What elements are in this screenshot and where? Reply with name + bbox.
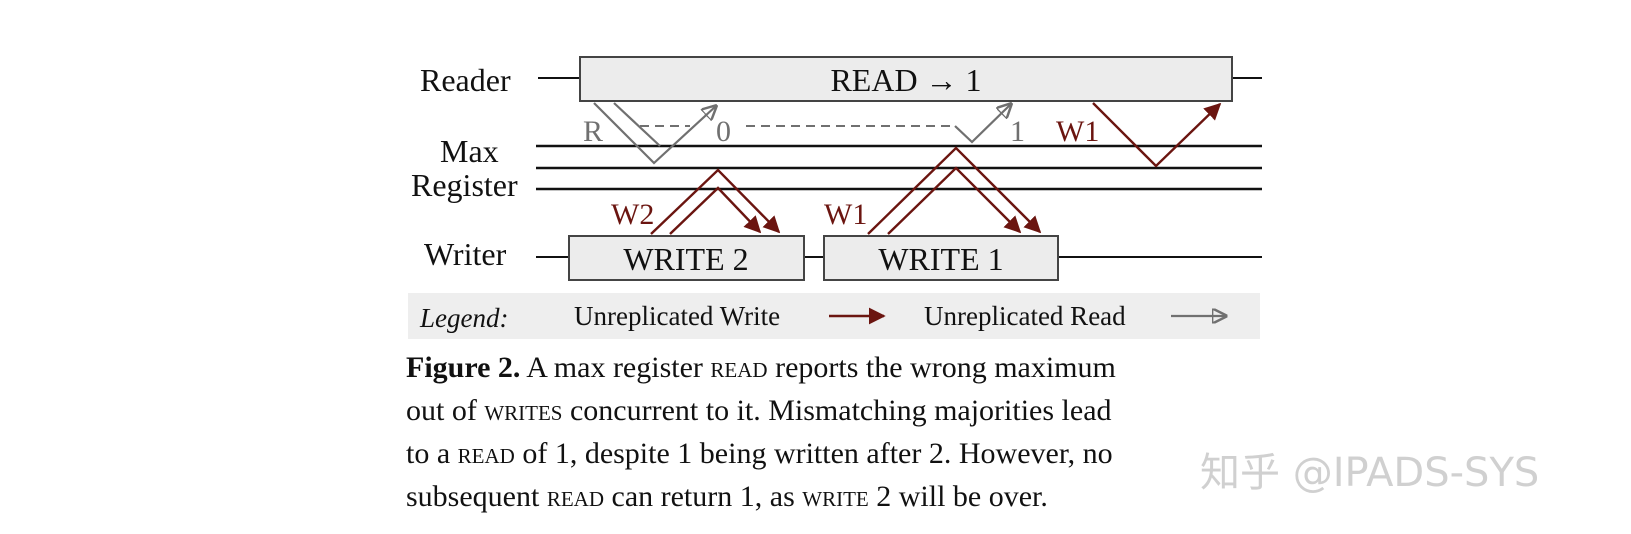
reader-label: Reader bbox=[420, 62, 511, 98]
caption-line-1: Figure 2. A max register read reports th… bbox=[406, 346, 1276, 389]
w1-arrow-outer bbox=[867, 146, 1042, 235]
w1-top-annotation: W1 bbox=[1056, 115, 1099, 148]
caption-text: A max register bbox=[520, 351, 711, 384]
legend-title: Legend: bbox=[419, 303, 508, 333]
writer-label: Writer bbox=[424, 236, 507, 272]
write2-operation-box bbox=[568, 235, 805, 281]
caption-line-2: out of writes concurrent to it. Mismatch… bbox=[406, 389, 1276, 432]
max-register-label-line1: Max bbox=[440, 133, 499, 169]
caption-smallcaps: read bbox=[457, 437, 515, 470]
read-response-arrow bbox=[954, 104, 1011, 144]
w2-arrow-outer bbox=[650, 168, 781, 235]
w2-annotation: W2 bbox=[611, 198, 654, 231]
caption-text: out of bbox=[406, 394, 485, 427]
caption-text: reports the wrong maximum bbox=[767, 351, 1116, 384]
write2-operation-label: WRITE 2 bbox=[623, 241, 748, 277]
figure-caption: Figure 2. A max register read reports th… bbox=[406, 346, 1276, 518]
caption-text: can return 1, as bbox=[604, 480, 803, 513]
caption-line-3: to a read of 1, despite 1 being written … bbox=[406, 432, 1276, 475]
w1-arrow-inner bbox=[887, 166, 1022, 235]
read-annotation-one: 1 bbox=[1010, 115, 1025, 148]
w1-to-reader-arrow bbox=[1092, 102, 1222, 168]
read-annotation-r: R bbox=[583, 115, 603, 148]
write1-operation-box bbox=[823, 235, 1059, 281]
read-annotation-zero: 0 bbox=[716, 115, 731, 148]
w2-arrow-inner bbox=[669, 186, 762, 235]
read-request-arrow-inner bbox=[613, 102, 661, 147]
caption-line-4: subsequent read can return 1, as write 2… bbox=[406, 475, 1276, 518]
caption-smallcaps: write bbox=[802, 480, 869, 513]
read-request-arrow bbox=[593, 102, 716, 165]
caption-smallcaps: writes bbox=[484, 394, 563, 427]
read-operation-label: READ → 1 bbox=[830, 62, 981, 98]
caption-text: subsequent bbox=[406, 480, 547, 513]
max-register-label-line2: Register bbox=[411, 167, 518, 203]
caption-smallcaps: read bbox=[546, 480, 604, 513]
caption-text: 2 will be over. bbox=[868, 480, 1048, 513]
caption-text: of 1, despite 1 being written after 2. H… bbox=[514, 437, 1113, 470]
figure-label: Figure 2. bbox=[406, 351, 521, 384]
zhihu-watermark: 知乎 @IPADS-SYS bbox=[1200, 450, 1540, 496]
legend-write-label: Unreplicated Write bbox=[574, 301, 780, 331]
w1-bottom-annotation: W1 bbox=[824, 198, 867, 231]
write1-operation-label: WRITE 1 bbox=[878, 241, 1003, 277]
legend-read-label: Unreplicated Read bbox=[924, 301, 1126, 331]
caption-smallcaps: read bbox=[710, 351, 768, 384]
read-operation-box bbox=[579, 56, 1233, 102]
caption-text: concurrent to it. Mismatching majorities… bbox=[562, 394, 1112, 427]
caption-text: to a bbox=[406, 437, 458, 470]
